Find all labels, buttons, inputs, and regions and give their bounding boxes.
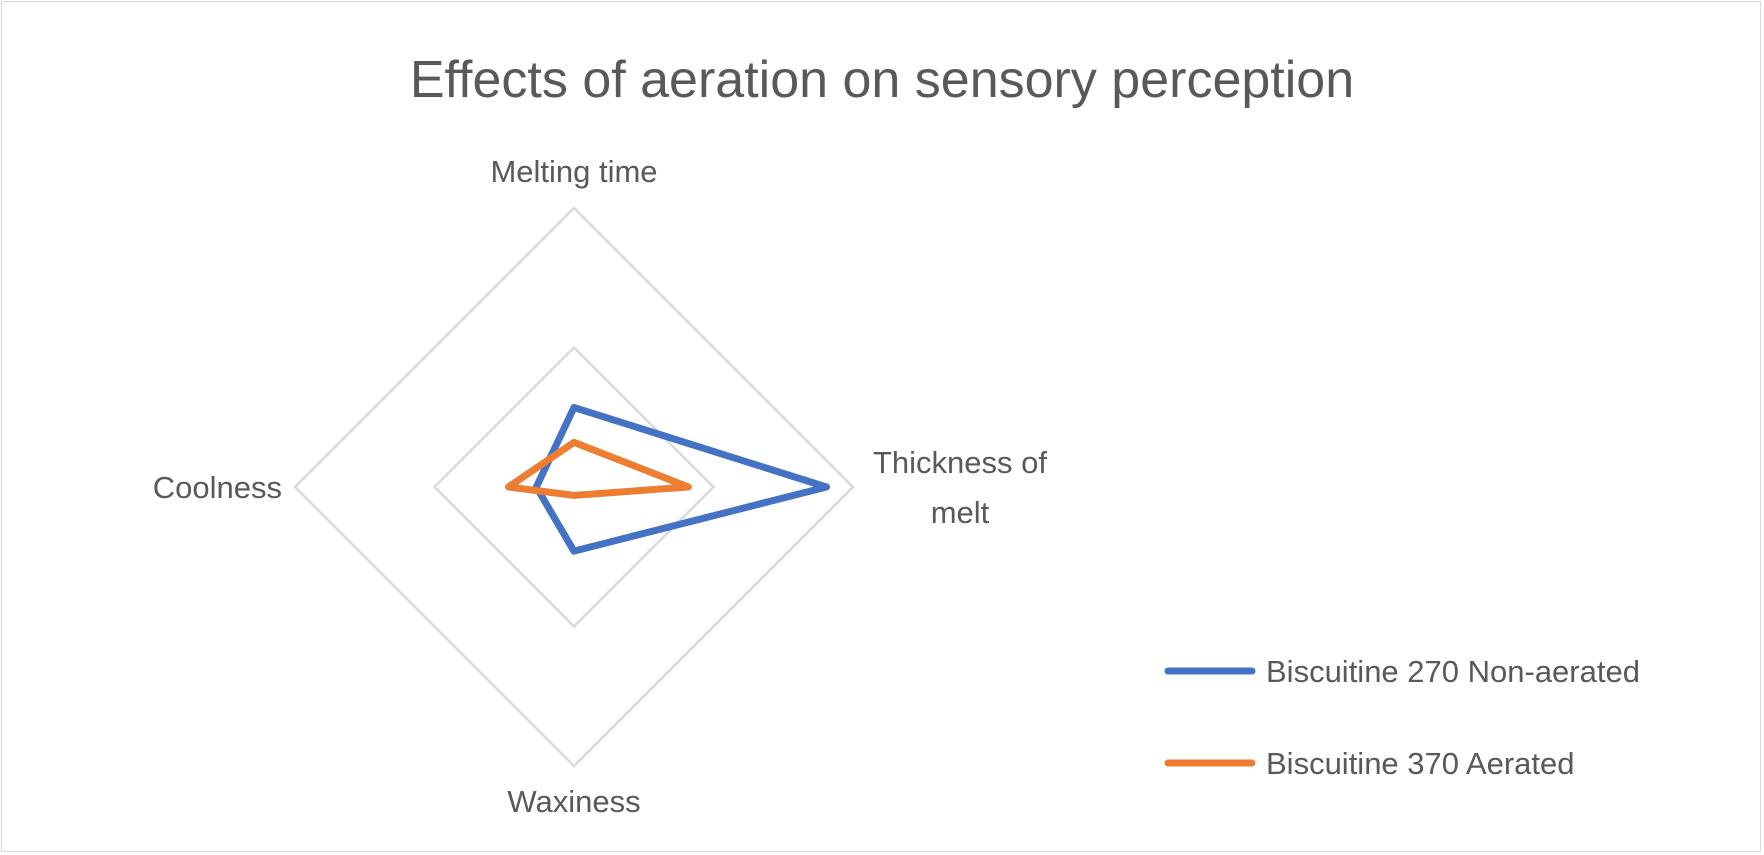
radar-grid [293, 206, 855, 768]
chart-title: Effects of aeration on sensory perceptio… [410, 51, 1354, 109]
category-label-coolness: Coolness [153, 470, 282, 505]
grid-ring [432, 345, 716, 629]
category-label-melting-time: Melting time [490, 154, 657, 189]
series-line-1 [504, 438, 692, 499]
legend-label-aerated: Biscuitine 370 Aerated [1266, 746, 1575, 781]
grid-ring [293, 206, 855, 768]
legend-label-non-aerated: Biscuitine 270 Non-aerated [1266, 654, 1640, 689]
series-group [504, 403, 830, 555]
legend: Biscuitine 270 Non-aerated Biscuitine 37… [1164, 654, 1640, 781]
category-label-waxiness: Waxiness [507, 784, 640, 819]
series-line-0 [532, 403, 830, 555]
